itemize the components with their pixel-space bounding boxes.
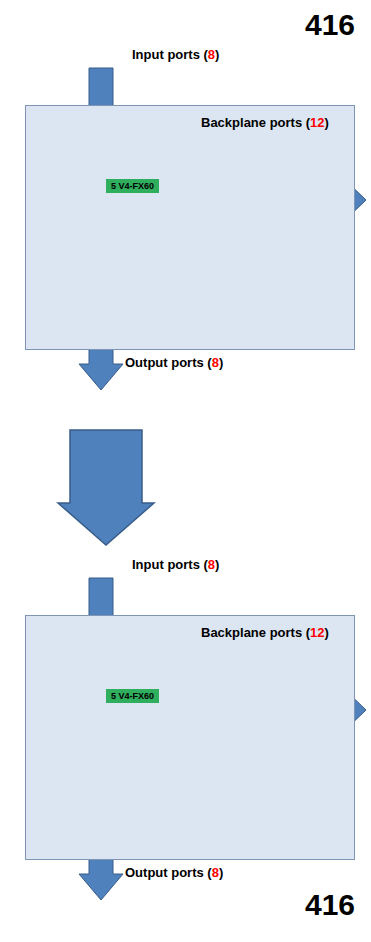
- page-number: 416: [305, 888, 355, 922]
- page-number: 416: [305, 8, 355, 42]
- board-box: Backplane ports (12) 5 V4-FX60: [25, 615, 355, 860]
- port-label: Input ports (8): [132, 47, 219, 62]
- port-label: Input ports (8): [132, 557, 219, 572]
- board-box: Backplane ports (12) 5 V4-FX60: [25, 105, 355, 350]
- port-label: Output ports (8): [125, 355, 223, 370]
- port-label: Output ports (8): [125, 865, 223, 880]
- fpga-label-box: 5 V4-FX60: [106, 689, 159, 703]
- port-label: Backplane ports (12): [201, 115, 329, 130]
- chip-label: 5 V4-FX60: [111, 691, 154, 701]
- flow-block-arrow: [58, 430, 154, 545]
- port-label: Backplane ports (12): [201, 625, 329, 640]
- fpga-label-box: 5 V4-FX60: [106, 179, 159, 193]
- chip-label: 5 V4-FX60: [111, 181, 154, 191]
